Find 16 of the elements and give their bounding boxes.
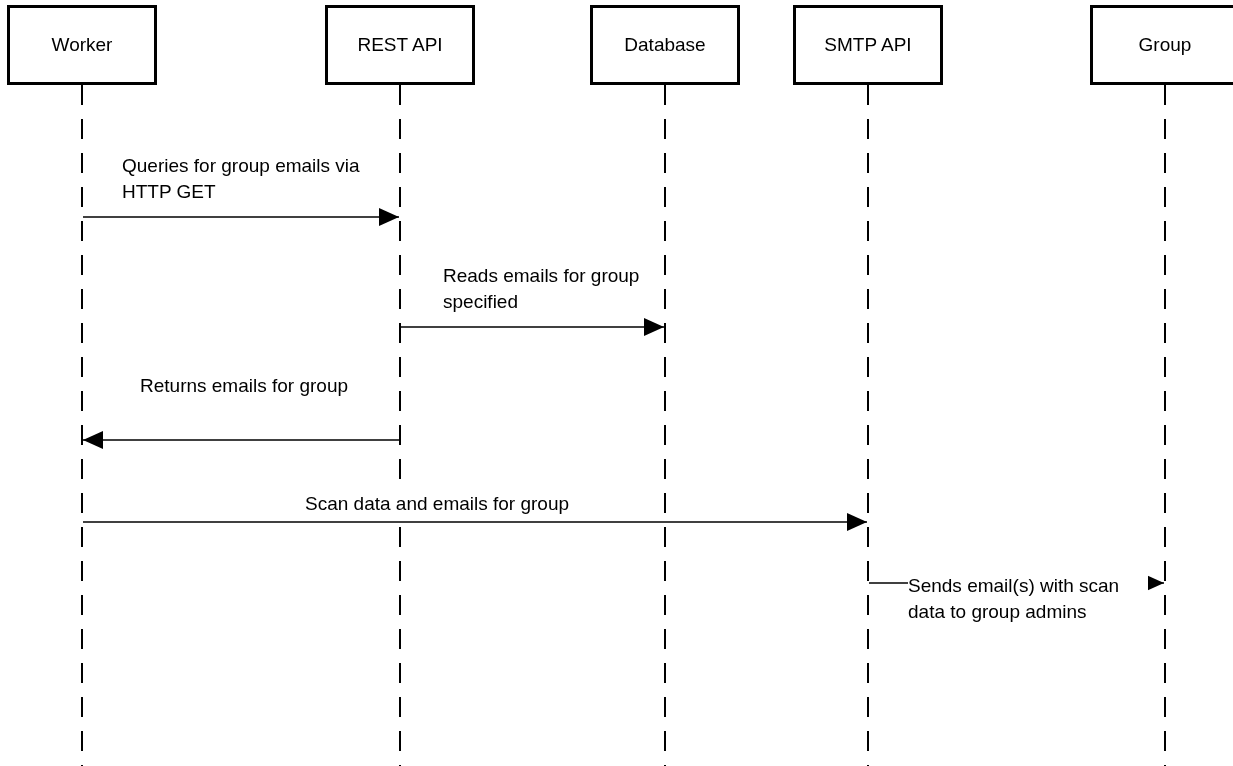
message-arrow: [82, 208, 400, 226]
participant-box: Worker: [7, 5, 157, 85]
lifeline: [867, 85, 869, 766]
lifeline: [81, 85, 83, 766]
lifeline: [1164, 85, 1166, 766]
participant-box: Group: [1090, 5, 1233, 85]
message-arrow: [400, 318, 665, 336]
participant-box: Database: [590, 5, 740, 85]
message-label: Scan data and emails for group: [305, 491, 570, 517]
message-arrow: [82, 513, 868, 531]
message-label: Sends email(s) with scan data to group admins: [908, 573, 1148, 625]
participant-box: REST API: [325, 5, 475, 85]
lifeline: [399, 85, 401, 766]
message-arrow: [82, 431, 400, 449]
participant-box: SMTP API: [793, 5, 943, 85]
lifeline: [664, 85, 666, 766]
